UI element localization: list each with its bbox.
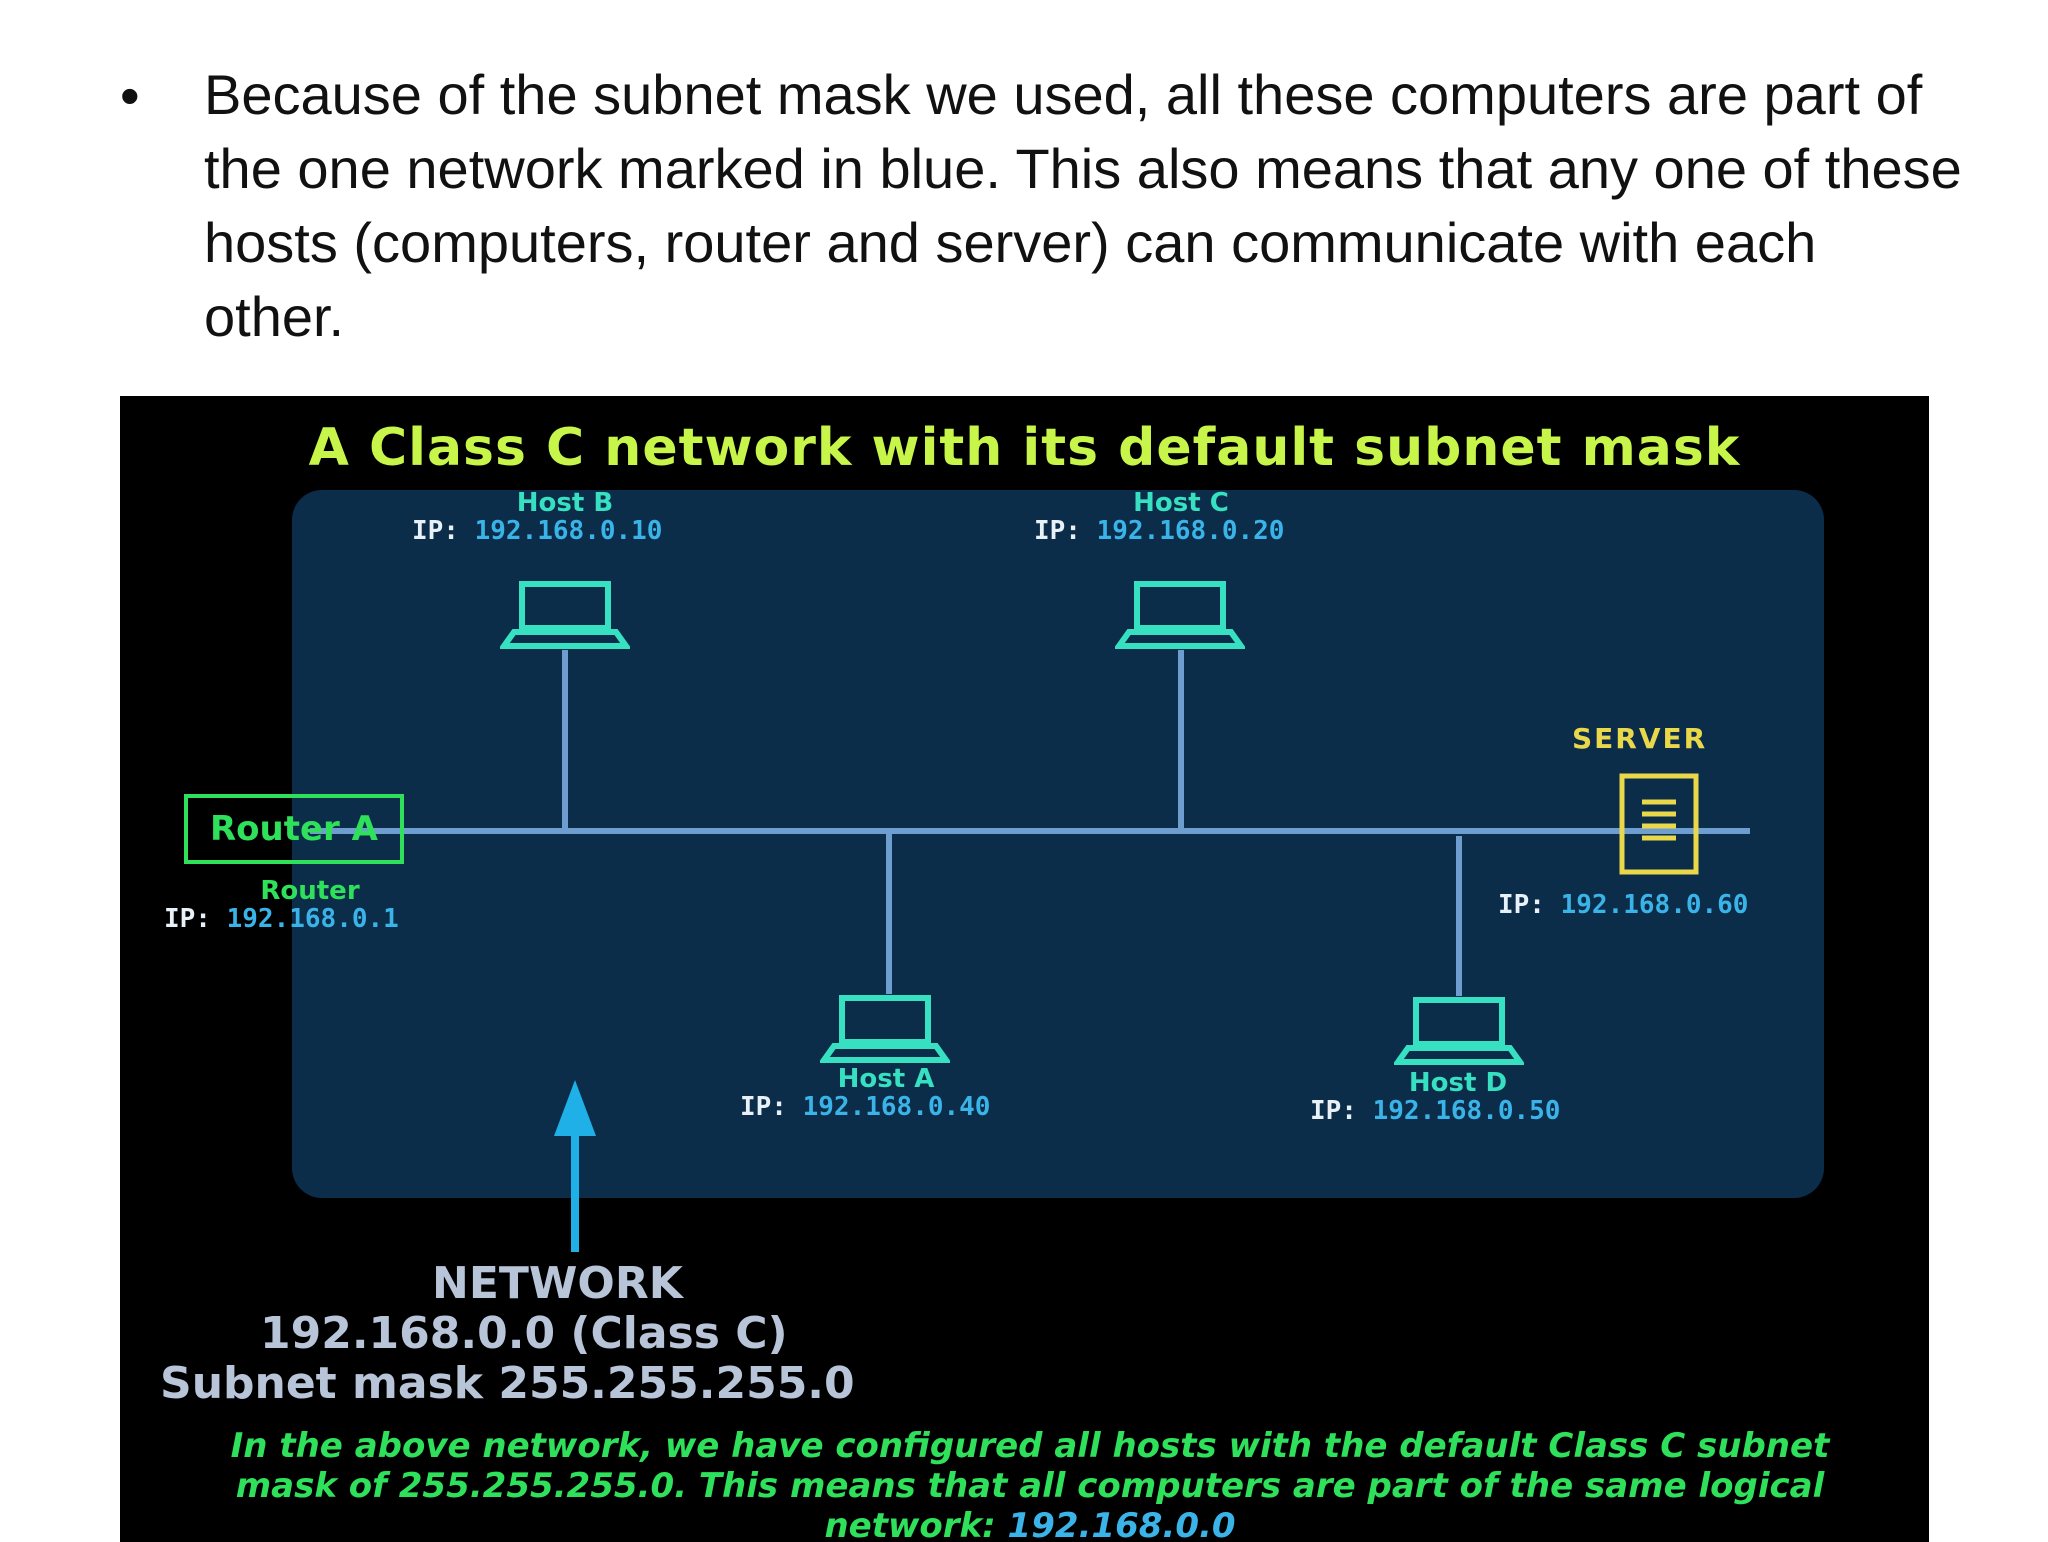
router-ip: IP: 192.168.0.1 — [164, 904, 399, 934]
server-label: SERVER — [1572, 722, 1708, 755]
ip-prefix: IP: — [1498, 890, 1545, 920]
laptop-icon — [820, 995, 950, 1063]
ip-prefix: IP: — [1310, 1096, 1357, 1126]
ip-value: 192.168.0.10 — [474, 516, 663, 546]
host-b-name: Host B — [516, 488, 614, 518]
network-diagram: A Class C network with its default subne… — [120, 396, 1929, 1542]
ip-value: 192.168.0.50 — [1372, 1096, 1561, 1126]
ip-prefix: IP: — [164, 904, 211, 934]
diagram-title: A Class C network with its default subne… — [308, 418, 1741, 478]
router-box: Router A — [184, 794, 404, 864]
ip-prefix: IP: — [740, 1092, 787, 1122]
wire-host-c — [1178, 650, 1184, 830]
network-address: 192.168.0.0 (Class C) — [260, 1308, 788, 1359]
ip-prefix: IP: — [412, 516, 459, 546]
network-heading: NETWORK — [432, 1258, 683, 1309]
ip-value: 192.168.0.60 — [1560, 890, 1749, 920]
note-text: In the above network, we have configured… — [180, 1426, 1880, 1542]
bullet-text: Because of the subnet mask we used, all … — [204, 63, 1962, 348]
host-c-name: Host C — [1133, 488, 1229, 518]
laptop-icon — [1394, 997, 1524, 1065]
host-d-ip: IP: 192.168.0.50 — [1310, 1096, 1560, 1126]
server-ip: IP: 192.168.0.60 — [1498, 890, 1748, 920]
server-icon — [1619, 773, 1699, 875]
ip-value: 192.168.0.1 — [226, 904, 399, 934]
host-b-ip: IP: 192.168.0.10 — [412, 516, 662, 546]
ip-prefix: IP: — [1034, 516, 1081, 546]
slide-bullet: • Because of the subnet mask we used, al… — [120, 58, 1980, 354]
bus-line — [310, 828, 1750, 834]
wire-host-b — [562, 650, 568, 830]
note-body: In the above network, we have configured… — [230, 1426, 1830, 1542]
laptop-icon — [500, 581, 630, 649]
laptop-icon — [1115, 581, 1245, 649]
arrow-up-icon — [554, 1080, 596, 1252]
host-d-name: Host D — [1408, 1068, 1508, 1098]
host-c-ip: IP: 192.168.0.20 — [1034, 516, 1284, 546]
wire-host-a — [886, 832, 892, 994]
network-area — [292, 490, 1824, 1198]
ip-value: 192.168.0.20 — [1096, 516, 1285, 546]
router-name: Router — [260, 876, 360, 906]
wire-host-d — [1456, 836, 1462, 996]
bullet-dot: • — [120, 64, 140, 127]
subnet-mask: Subnet mask 255.255.255.0 — [160, 1358, 855, 1409]
host-a-ip: IP: 192.168.0.40 — [740, 1092, 990, 1122]
host-a-name: Host A — [837, 1064, 935, 1094]
note-network-value: 192.168.0.0 — [1007, 1506, 1236, 1542]
ip-value: 192.168.0.40 — [802, 1092, 991, 1122]
